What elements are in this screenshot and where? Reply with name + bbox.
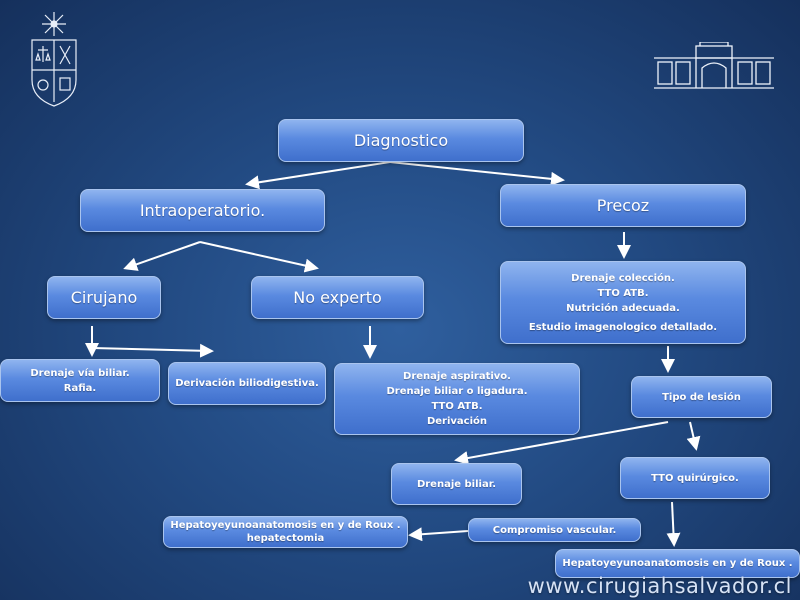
arrow-intra-cirujano (123, 241, 201, 271)
arrow-tto-hepato-right (666, 501, 681, 547)
node-cirujano: Cirujano (47, 276, 161, 319)
node-tipo-de-lesion: Tipo de lesión (631, 376, 772, 418)
arrow-cirujano-derivacion (91, 343, 214, 358)
node-derivacion-biliodigestiva: Derivación biliodigestiva. (168, 362, 326, 405)
node-hepato-hepatectomia: Hepatoyeyunoanatomosis en y de Roux .hep… (163, 516, 408, 548)
arrow-tipo-tto (686, 421, 701, 451)
node-drenaje-biliar: Drenaje biliar. (391, 463, 522, 505)
node-compromiso-vascular: Compromiso vascular. (468, 518, 641, 542)
hospital-building-icon (654, 42, 774, 89)
arrow-intra-noexperto (199, 241, 319, 273)
node-no-experto-tratamiento: Drenaje aspirativo.Drenaje biliar o liga… (334, 363, 580, 435)
node-precoz: Precoz (500, 184, 746, 227)
arrow-diag-precoz (389, 161, 565, 186)
arrow-compromiso-hepato-left (408, 527, 469, 542)
arrow-diag-intra (245, 161, 391, 190)
node-no-experto: No experto (251, 276, 424, 319)
node-diagnostico: Diagnostico (278, 119, 524, 162)
university-crest-icon (31, 12, 77, 107)
node-precoz-tratamiento: Drenaje colección.TTO ATB.Nutrición adec… (500, 261, 746, 344)
node-cirujano-tratamiento: Drenaje vía biliar.Rafia. (0, 359, 160, 402)
node-tto-quirurgico: TTO quirúrgico. (620, 457, 770, 499)
node-intraoperatorio: Intraoperatorio. (80, 189, 325, 232)
website-watermark: www.cirugiahsalvador.cl (527, 574, 792, 598)
arrow-tipo-drenaje (454, 421, 669, 465)
